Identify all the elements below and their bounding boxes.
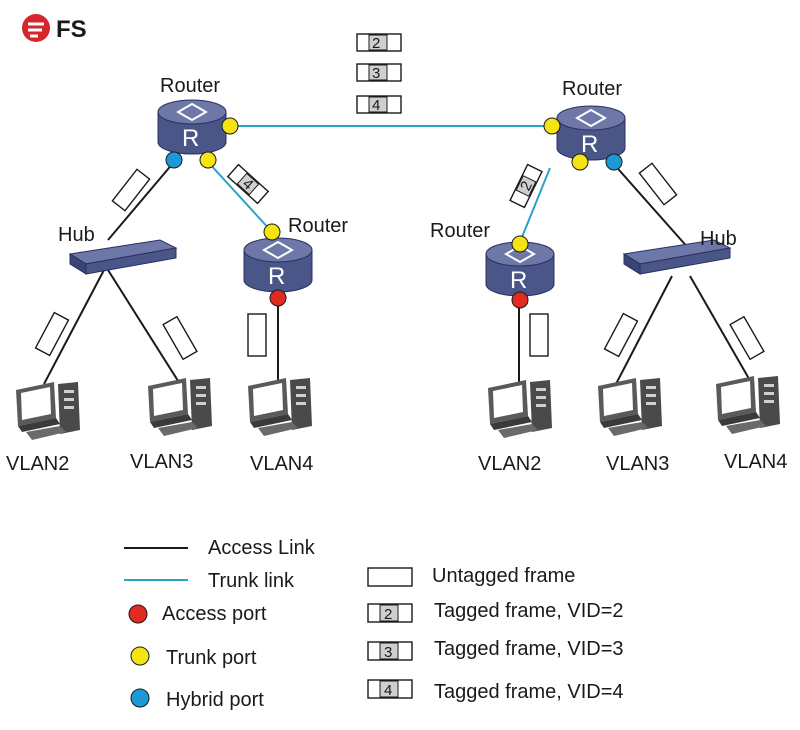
top-frames: 2 3 4 [356, 33, 402, 114]
logo-text: FS [56, 16, 87, 43]
router-left-label: Router [160, 75, 220, 97]
legend-untagged: Untagged frame [432, 565, 575, 587]
frame-tag-label: 2 [372, 35, 380, 52]
legend-access-link: Access Link [208, 537, 316, 559]
vlan-label: VLAN3 [606, 453, 669, 475]
router-left: R [157, 99, 227, 155]
fs-logo-mark [22, 14, 50, 42]
ports [165, 117, 623, 309]
router-glyph: R [182, 125, 199, 152]
vlan-label: VLAN2 [478, 453, 541, 475]
tagged-frame-top-2: 2 [356, 33, 402, 52]
hybrid-port [165, 151, 183, 169]
trunk-link-left [207, 161, 273, 233]
hub-left-label: Hub [58, 224, 95, 246]
router-mid-right-label: Router [430, 220, 490, 242]
legend-untagged-swatch [367, 567, 413, 587]
untagged-frame [603, 312, 639, 358]
links [43, 125, 753, 385]
router-glyph: R [581, 131, 598, 158]
trunk-link-right [519, 167, 551, 243]
trunk-port [263, 223, 281, 241]
legend-access-port-swatch [128, 604, 148, 624]
untagged-frame [638, 162, 678, 206]
vlan-label: VLAN2 [6, 453, 69, 475]
router-right: R [556, 105, 626, 161]
tagged-frame-right-trunk-2: 2 [509, 163, 543, 209]
pc-vlan3-left [148, 378, 212, 436]
access-link-router-hub-right [611, 161, 691, 251]
untagged-frame [729, 315, 765, 361]
hub-right-label: Hub [700, 228, 737, 250]
router-mid-left-label: Router [288, 215, 348, 237]
untagged-frame [111, 168, 151, 212]
hybrid-port [605, 153, 623, 171]
untagged-frame [34, 311, 70, 357]
legend-access-port: Access port [162, 603, 267, 625]
vlan-label: VLAN4 [724, 451, 787, 473]
legend-hybrid-port-swatch [130, 688, 150, 708]
legend-tagged-2: Tagged frame, VID=2 [434, 600, 624, 622]
router-mid-right: R [485, 241, 555, 297]
legend-tag-3: 3 [384, 644, 392, 661]
access-link-router-hub-left [107, 161, 175, 241]
vlan-label: VLAN3 [130, 451, 193, 473]
router-mid-left: R [243, 237, 313, 293]
legend-trunk-port-swatch [130, 646, 150, 666]
router-glyph: R [268, 263, 285, 290]
vlan-label: VLAN4 [250, 453, 313, 475]
legend: Access Link Trunk link Access port Trunk… [124, 537, 624, 711]
legend-tag-2: 2 [384, 606, 392, 623]
router-glyph: R [510, 267, 527, 294]
fs-logo: FS [22, 14, 87, 43]
pc-vlan2-right [488, 380, 552, 438]
legend-tagged-4: Tagged frame, VID=4 [434, 681, 624, 703]
legend-trunk-link: Trunk link [208, 570, 295, 592]
untagged-frame [162, 315, 198, 361]
access-link-hub-vlan3-left [107, 269, 181, 385]
access-port [269, 289, 287, 307]
trunk-port [511, 235, 529, 253]
access-port [511, 291, 529, 309]
tagged-frame-left-trunk-4: 4 [226, 163, 270, 205]
untagged-frame [529, 313, 549, 357]
access-link-hub-vlan4-right [689, 275, 753, 385]
legend-tagged-4-swatch: 4 [367, 679, 413, 699]
trunk-port [543, 117, 561, 135]
frame-tag-label: 4 [372, 97, 380, 114]
legend-trunk-port: Trunk port [166, 647, 257, 669]
legend-tagged-3-swatch: 3 [367, 641, 413, 661]
legend-tag-4: 4 [384, 682, 392, 699]
access-link-hub-vlan3-right [615, 275, 673, 385]
trunk-port [221, 117, 239, 135]
trunk-port [571, 153, 589, 171]
legend-hybrid-port: Hybrid port [166, 689, 264, 711]
frame-tag-label: 3 [372, 65, 380, 82]
pc-vlan3-right [598, 378, 662, 436]
access-link-hub-vlan2-left [43, 269, 105, 385]
tagged-frame-top-3: 3 [356, 63, 402, 82]
legend-tagged-3: Tagged frame, VID=3 [434, 638, 624, 660]
pc-vlan4-right [716, 376, 780, 434]
untagged-frames [34, 162, 765, 361]
trunk-port [199, 151, 217, 169]
router-right-label: Router [562, 78, 622, 100]
legend-tagged-2-swatch: 2 [367, 603, 413, 623]
pc-vlan4-left [248, 378, 312, 436]
pc-vlan2-left [16, 382, 80, 440]
tagged-frame-top-4: 4 [356, 95, 402, 114]
untagged-frame [247, 313, 267, 357]
